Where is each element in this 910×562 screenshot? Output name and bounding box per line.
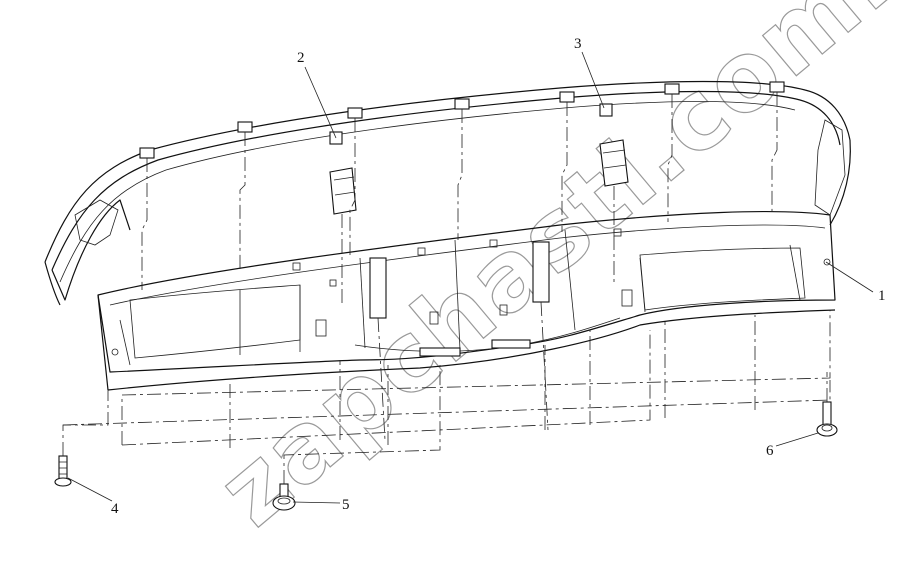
bolt-4-part — [54, 455, 72, 487]
callout-2: 2 — [297, 50, 305, 66]
callout-3: 3 — [574, 36, 582, 52]
bumper-cover-part — [44, 80, 851, 391]
watermark: zapchasti.com.ru — [198, 0, 910, 548]
right-bracket-part — [599, 103, 629, 187]
mounting-slots — [111, 228, 831, 356]
bolt-6-part — [816, 401, 838, 437]
callout-5: 5 — [342, 497, 350, 513]
bolt-5-part — [272, 483, 296, 511]
callout-6: 6 — [766, 443, 774, 459]
left-bracket-part — [329, 131, 357, 215]
leader-lines — [67, 51, 874, 504]
assembly-centerlines — [62, 92, 831, 484]
callout-1: 1 — [878, 288, 886, 304]
callout-4: 4 — [111, 501, 119, 517]
